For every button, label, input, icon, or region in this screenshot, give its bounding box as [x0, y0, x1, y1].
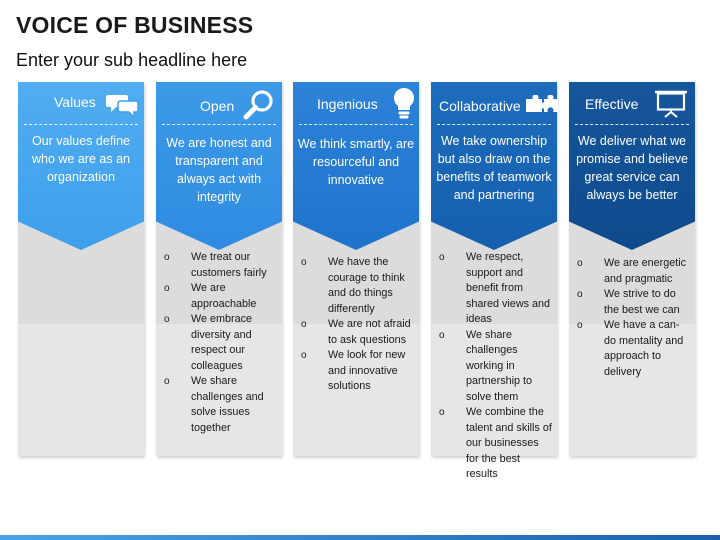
list-item: We look for new and innovative solutions — [301, 348, 415, 395]
list-item: We treat our customers fairly — [164, 250, 278, 281]
list-item: We have a can-do mentality and approach … — [577, 318, 691, 380]
list-item: We combine the talent and skills of our … — [439, 405, 553, 483]
header-divider — [162, 124, 276, 125]
header-divider — [299, 124, 413, 125]
column-description: Our values define who we are as an organ… — [32, 134, 130, 184]
header-divider — [437, 124, 551, 125]
page-subtitle: Enter your sub headline here — [16, 50, 248, 70]
column-title: Values — [54, 94, 96, 110]
column-title: Ingenious — [317, 96, 378, 112]
column-values: Values Our values define who we are as a… — [18, 82, 144, 460]
puzzle-icon — [526, 95, 558, 112]
column-ingenious: Ingenious We think smartly, are resource… — [293, 82, 419, 460]
column-open: Open We are honest and transparent and a… — [156, 82, 282, 460]
column-description: We deliver what we promise and believe g… — [576, 134, 688, 202]
bottom-accent-bar — [0, 535, 720, 540]
column-collaborative: Collaborative We take ownership but also… — [431, 82, 558, 480]
bullet-list: We treat our customers fairly We are app… — [164, 250, 278, 436]
list-item: We share challenges and solve issues tog… — [164, 374, 278, 436]
header-divider — [575, 124, 689, 125]
magnifier-icon — [243, 90, 273, 120]
column-title: Open — [200, 98, 235, 114]
bullet-list: We are energetic and pragmatic We strive… — [577, 256, 691, 380]
list-item: We are not afraid to ask questions — [301, 317, 415, 348]
list-item: We are energetic and pragmatic — [577, 256, 691, 287]
presentation-board-icon — [655, 90, 687, 118]
list-item: We have the courage to think and do thin… — [301, 255, 415, 317]
bullet-list: We have the courage to think and do thin… — [301, 255, 415, 395]
bullet-list: We respect, support and benefit from sha… — [439, 250, 553, 483]
header-divider — [24, 124, 138, 125]
lightbulb-icon — [394, 88, 414, 119]
column-effective: Effective We deliver what we promise and… — [569, 82, 695, 460]
list-item: We are approachable — [164, 281, 278, 312]
page-title: VOICE OF BUSINESS — [16, 12, 254, 38]
column-description: We think smartly, are resourceful and in… — [297, 137, 415, 187]
column-description: We are honest and transparent and always… — [166, 136, 272, 204]
list-item: We respect, support and benefit from sha… — [439, 250, 553, 328]
speech-bubbles-icon — [106, 95, 139, 118]
list-item: We embrace diversity and respect our col… — [164, 312, 278, 374]
column-title: Collaborative — [439, 98, 521, 114]
list-item: We strive to do the best we can — [577, 287, 691, 318]
list-item: We share challenges working in partnersh… — [439, 328, 553, 406]
column-title: Effective — [585, 96, 639, 112]
column-description: We take ownership but also draw on the b… — [436, 134, 552, 202]
